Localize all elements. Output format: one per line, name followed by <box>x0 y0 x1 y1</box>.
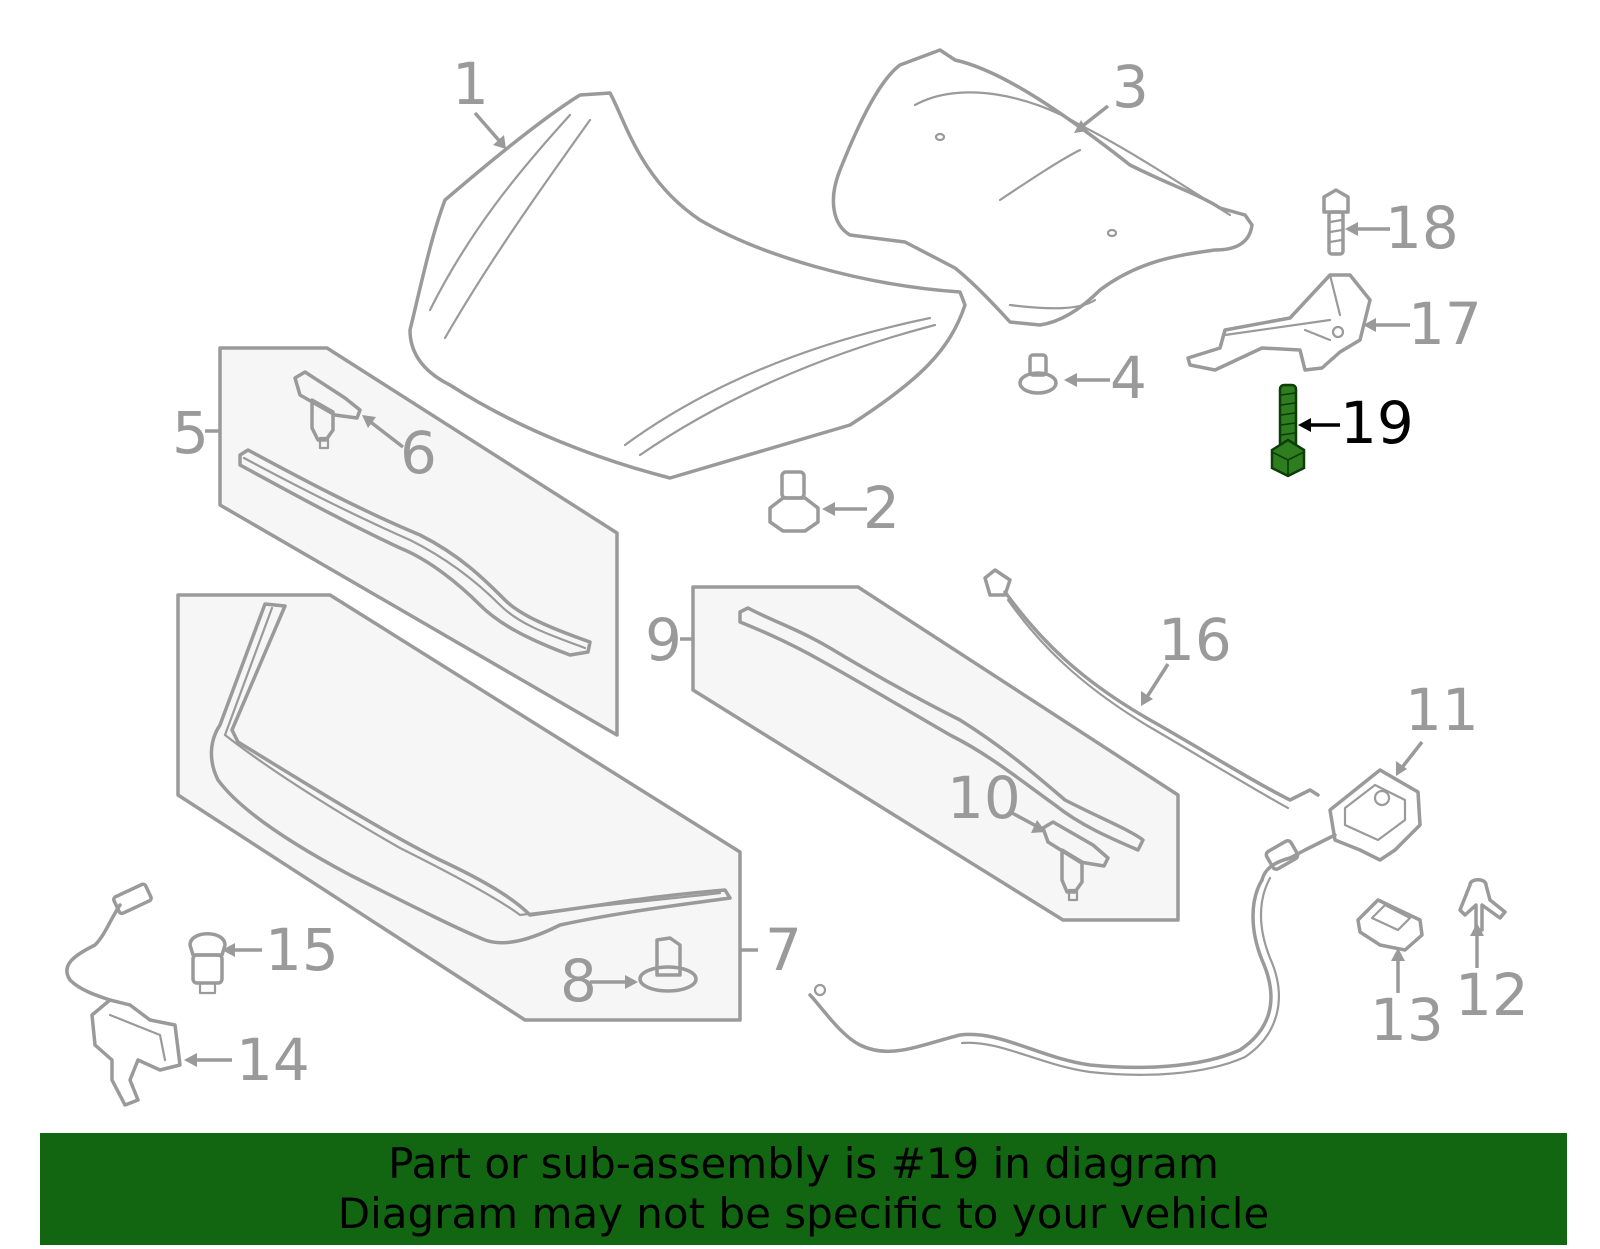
callout-3: 3 <box>1112 53 1149 121</box>
part-9-seal-kit <box>691 585 1180 922</box>
part-19-bolt[interactable] <box>1270 383 1306 478</box>
callout-7: 7 <box>765 916 802 984</box>
callout-16: 16 <box>1158 606 1232 674</box>
callout-17: 17 <box>1408 290 1482 358</box>
part-4-bumper <box>1018 353 1058 395</box>
arrowhead-15 <box>222 943 235 957</box>
arrow-1 <box>473 111 505 147</box>
callout-9: 9 <box>645 606 682 674</box>
callout-14: 14 <box>236 1026 310 1094</box>
callout-19[interactable]: 19 <box>1340 389 1414 457</box>
callout-10: 10 <box>947 764 1021 832</box>
part-7-seal-kit <box>176 593 742 1022</box>
part-10-clip <box>1041 820 1110 902</box>
part-18-bolt <box>1322 188 1350 256</box>
part-13-clip <box>1356 898 1424 952</box>
part-12-clip <box>1458 878 1507 932</box>
arrowhead-13 <box>1391 948 1405 961</box>
arrowhead-1 <box>493 135 506 149</box>
leader-arrows <box>184 104 1484 1067</box>
arrowhead-12 <box>1470 923 1484 936</box>
callout-4: 4 <box>1110 344 1147 412</box>
callout-2: 2 <box>863 474 900 542</box>
callout-5: 5 <box>172 399 209 467</box>
callout-6: 6 <box>400 419 437 487</box>
arrow-11 <box>1398 740 1424 772</box>
part-15-bumper <box>188 932 227 995</box>
arrowhead-16 <box>1141 691 1153 706</box>
arrowhead-18 <box>1345 222 1358 236</box>
arrow-16 <box>1143 663 1170 701</box>
banner-line-1: Part or sub-assembly is #19 in diagram <box>388 1139 1219 1188</box>
arrowhead-8 <box>625 975 638 989</box>
callout-15: 15 <box>265 916 339 984</box>
part-8-clip <box>638 936 698 993</box>
info-banner: Part or sub-assembly is #19 in diagram D… <box>40 1133 1567 1245</box>
arrowhead-17 <box>1363 318 1376 332</box>
callout-labels: 1 3 18 17 4 19 5 6 2 16 9 11 10 15 7 8 1… <box>172 50 1529 1094</box>
banner-line-2: Diagram may not be specific to your vehi… <box>337 1189 1270 1238</box>
arrowhead-6 <box>362 415 376 428</box>
callout-13: 13 <box>1370 986 1444 1054</box>
part-17-hinge <box>1186 273 1372 372</box>
arrowhead-19 <box>1298 418 1311 432</box>
part-6-clip <box>293 370 362 450</box>
part-11-latch <box>808 768 1422 1076</box>
part-1-hood <box>408 91 967 480</box>
arrowhead-11 <box>1396 761 1407 776</box>
callout-12: 12 <box>1455 961 1529 1029</box>
part-3-insulator <box>831 48 1254 327</box>
callout-11: 11 <box>1405 676 1479 744</box>
arrowhead-3 <box>1074 120 1088 133</box>
part-16-cable <box>983 568 1320 810</box>
arrowhead-14 <box>184 1053 197 1067</box>
arrowhead-2 <box>822 502 835 516</box>
part-14-switch <box>65 882 182 1107</box>
arrowhead-10 <box>1031 820 1046 833</box>
arrow-6 <box>366 418 405 449</box>
callout-18: 18 <box>1385 194 1459 262</box>
callout-8: 8 <box>560 947 597 1015</box>
arrow-3 <box>1078 104 1110 130</box>
part-2-bumper <box>768 470 820 533</box>
callout-1: 1 <box>452 50 489 118</box>
arrowhead-4 <box>1064 373 1077 387</box>
